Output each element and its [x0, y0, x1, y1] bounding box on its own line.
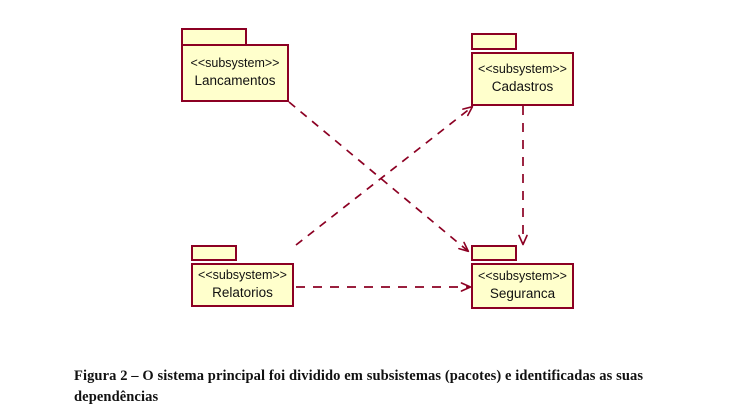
package-seguranca[interactable]: <<subsystem>> Seguranca [471, 245, 574, 309]
package-stereotype-lancamentos: <<subsystem>> [190, 56, 280, 71]
package-stereotype-relatorios: <<subsystem>> [198, 268, 287, 283]
package-name-cadastros: Cadastros [491, 79, 554, 95]
package-tab-relatorios [191, 245, 237, 261]
package-stereotype-seguranca: <<subsystem>> [478, 269, 567, 284]
package-body-seguranca: <<subsystem>> Seguranca [471, 263, 574, 309]
package-body-lancamentos: <<subsystem>> Lancamentos [181, 44, 289, 102]
package-name-relatorios: Relatorios [212, 285, 273, 301]
package-name-lancamentos: Lancamentos [194, 73, 276, 89]
figure-caption: Figura 2 – O sistema principal foi divid… [74, 368, 644, 406]
dependency-lancamentos-to-seguranca [288, 101, 470, 253]
package-tab-lancamentos [181, 28, 247, 46]
dependency-relatorios-to-cadastros [295, 105, 474, 246]
package-tab-cadastros [471, 33, 517, 50]
package-body-cadastros: <<subsystem>> Cadastros [471, 52, 574, 106]
package-tab-seguranca [471, 245, 517, 261]
package-name-seguranca: Seguranca [489, 286, 556, 302]
package-lancamentos[interactable]: <<subsystem>> Lancamentos [181, 28, 289, 102]
package-relatorios[interactable]: <<subsystem>> Relatorios [191, 245, 294, 307]
package-body-relatorios: <<subsystem>> Relatorios [191, 263, 294, 307]
package-stereotype-cadastros: <<subsystem>> [478, 62, 567, 77]
package-cadastros[interactable]: <<subsystem>> Cadastros [471, 33, 574, 106]
